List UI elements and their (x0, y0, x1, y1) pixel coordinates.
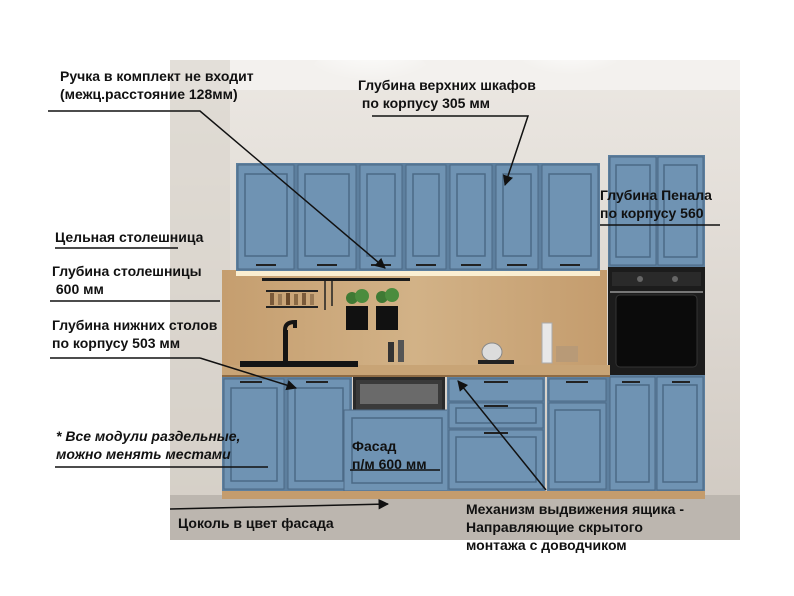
upper-cabinets (236, 163, 600, 271)
label-lower-depth: Глубина нижних столов по корпусу 503 мм (52, 317, 218, 351)
under-cabinet-light (236, 270, 600, 276)
upper-cabinet-panel (366, 173, 396, 257)
upper-cabinet-handle (507, 264, 527, 266)
upper-cabinet-panel (548, 173, 592, 257)
faucet (283, 319, 297, 362)
label-facade: Фасад п/м 600 мм (352, 438, 427, 472)
upper-cabinet-panel (456, 173, 486, 257)
sink (240, 361, 358, 367)
label-tall-depth: Глубина Пенала по корпусу 560 (600, 187, 712, 221)
plinth (222, 491, 705, 499)
label-handle: Ручка в комплект не входит (межц.расстоя… (60, 68, 254, 102)
tall-cabinet (608, 155, 705, 492)
label-modules-note: * Все модули раздельные, можно менять ме… (56, 428, 241, 462)
label-drawer-mechanism: Механизм выдвижения ящика - Направляющие… (466, 501, 684, 553)
label-upper-depth: Глубина верхних шкафов по корпусу 305 мм (358, 77, 536, 111)
upper-cabinet-panel (304, 173, 350, 257)
upper-cabinet-door (297, 164, 357, 270)
label-countertop: Цельная столешница (55, 229, 204, 245)
wall-rail (262, 278, 410, 330)
upper-cabinet-handle (317, 264, 337, 266)
lower-cabinets (222, 377, 608, 492)
upper-cabinet-handle (560, 264, 580, 266)
upper-cabinet-door (541, 164, 599, 270)
upper-cabinet-handle (416, 264, 436, 266)
upper-cabinet-panel (502, 173, 532, 257)
upper-cabinet-panel (244, 173, 288, 257)
upper-cabinet-handle (256, 264, 276, 266)
upper-cabinet-door (405, 164, 447, 270)
upper-cabinet-handle (461, 264, 481, 266)
label-countertop-depth: Глубина столешницы 600 мм (52, 263, 202, 297)
countertop (222, 365, 610, 377)
leader-lines (48, 110, 720, 510)
upper-cabinet-door (237, 164, 295, 270)
upper-cabinet-panel (412, 173, 440, 257)
label-plinth: Цоколь в цвет фасада (178, 515, 334, 531)
